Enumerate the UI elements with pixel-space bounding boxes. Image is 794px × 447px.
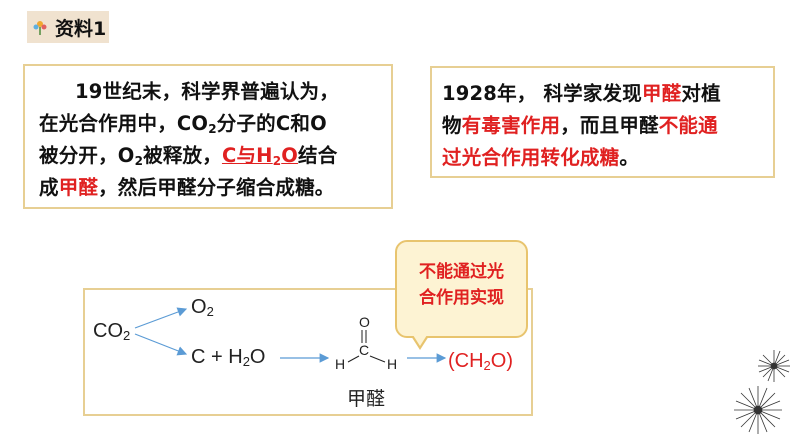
section-tag: 资料1: [27, 11, 109, 43]
co2-label: CO2: [93, 320, 131, 343]
atom-hydrogen-right: H: [387, 356, 398, 372]
product-label: (CH2O): [448, 350, 513, 373]
historical-view-text: 19世纪末，科学界普遍认为， 在光合作用中，CO2分子的C和O 被分开，O2被释…: [39, 80, 339, 199]
formaldehyde-label: 甲醛: [347, 388, 386, 410]
reaction-diagram: CO2 O2 C + H2O 甲醛 (CH2O) O C H H: [83, 288, 533, 416]
bond-right: [369, 355, 386, 363]
o2-label: O2: [191, 296, 214, 319]
callout-tail-inner: [413, 335, 427, 346]
section-title: 资料1: [55, 17, 107, 40]
atom-oxygen: O: [359, 314, 370, 330]
c-h2o-label: C + H2O: [191, 346, 266, 369]
callout-text: 不能通过光 合作用实现: [419, 262, 504, 308]
discovery-text: 1928年， 科学家发现甲醛对植 物有毒害作用，而且甲醛不能通 过光合作用转化成…: [442, 82, 721, 169]
historical-view-box: 19世纪末，科学界普遍认为， 在光合作用中，CO2分子的C和O 被分开，O2被释…: [23, 64, 393, 209]
flower-icon: [33, 21, 47, 35]
dandelion-icon: [734, 350, 790, 434]
atom-hydrogen-left: H: [335, 356, 346, 372]
reaction-arrows: [134, 307, 447, 363]
arrow-to-c-h2o: [134, 333, 188, 356]
atom-carbon: C: [359, 342, 370, 358]
discovery-box: 1928年， 科学家发现甲醛对植 物有毒害作用，而且甲醛不能通 过光合作用转化成…: [430, 66, 775, 178]
bond-left: [347, 355, 360, 363]
callout-note: 不能通过光 合作用实现: [395, 240, 528, 338]
arrow-to-o2: [134, 307, 188, 329]
